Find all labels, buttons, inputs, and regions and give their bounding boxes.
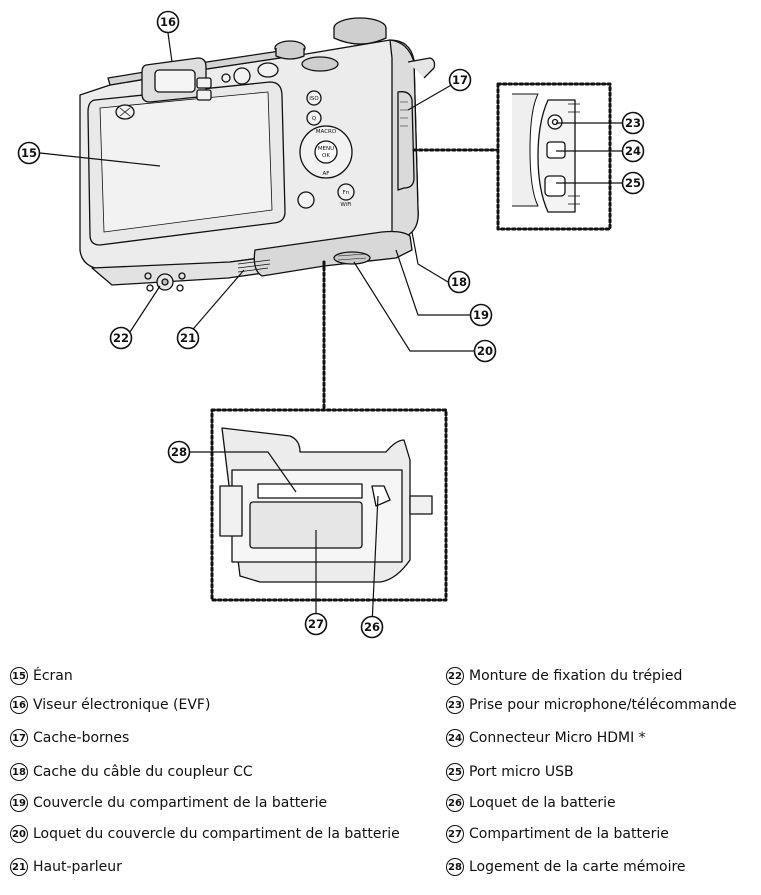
callout-23 [621, 111, 645, 135]
callout-26-label: 26 [364, 620, 380, 634]
legend-text: Prise pour microphone/télécommande [469, 697, 737, 713]
ok-label: OK [322, 153, 330, 159]
q-label: Q [312, 116, 317, 122]
legend-item-26: 26 Loquet de la batterie [446, 792, 616, 814]
legend-text: Connecteur Micro HDMI * [469, 730, 646, 746]
callout-24 [621, 139, 645, 163]
legend-item-15: 15 Écran [10, 665, 73, 687]
legend-text: Loquet de la batterie [469, 795, 616, 811]
callout-28-label: 28 [171, 445, 187, 459]
legend-text: Viseur électronique (EVF) [33, 697, 211, 713]
legend-text: Compartiment de la batterie [469, 826, 669, 842]
legend-number: 20 [10, 825, 28, 843]
evf-viewfinder [141, 57, 207, 103]
fn-label: Fn [343, 190, 350, 196]
port-inset [496, 82, 612, 231]
macro-label: MACRO [316, 129, 337, 135]
legend-item-17: 17 Cache-bornes [10, 727, 129, 749]
callout-26 [360, 615, 384, 639]
legend-number: 25 [446, 763, 464, 781]
callout-16-label: 16 [160, 15, 176, 29]
callout-22 [109, 326, 133, 350]
callout-18-label: 18 [451, 275, 467, 289]
legend-text: Loquet du couvercle du compartiment de l… [33, 826, 400, 842]
legend-text: Couvercle du compartiment de la batterie [33, 795, 328, 811]
callout-19-label: 19 [473, 308, 489, 322]
legend-item-25: 25 Port micro USB [446, 761, 574, 783]
legend-number: 16 [10, 696, 28, 714]
leader-lines [39, 32, 622, 626]
legend-item-21: 21 Haut-parleur [10, 856, 122, 878]
callout-20-label: 20 [477, 344, 493, 358]
legend-number: 26 [446, 794, 464, 812]
lcd-screen [87, 81, 286, 246]
legend-number: 15 [10, 667, 28, 685]
legend-item-28: 28 Logement de la carte mémoire [446, 856, 686, 878]
callout-17 [448, 68, 472, 92]
legend-number: 23 [446, 696, 464, 714]
legend-item-24: 24 Connecteur Micro HDMI * [446, 727, 646, 749]
callout-24-label: 24 [625, 144, 641, 158]
legend-item-27: 27 Compartiment de la batterie [446, 823, 669, 845]
legend-number: 27 [446, 825, 464, 843]
top-buttons [115, 62, 279, 120]
legend-text: Logement de la carte mémoire [469, 859, 686, 875]
tripod-mount [144, 272, 186, 292]
callout-27-label: 27 [308, 617, 324, 631]
legend-number: 28 [446, 858, 464, 876]
legend-text: Monture de fixation du trépied [469, 668, 683, 684]
callout-23-label: 23 [625, 116, 641, 130]
legend-item-20: 20 Loquet du couvercle du compartiment d… [10, 823, 400, 845]
callout-17-label: 17 [452, 73, 468, 87]
legend-item-22: 22 Monture de fixation du trépied [446, 665, 682, 687]
legend-text: Écran [33, 668, 73, 684]
legend-text: Haut-parleur [33, 859, 122, 875]
legend-text: Cache du câble du coupleur CC [33, 764, 253, 780]
camera-diagram: ISO Q MACRO MENU OK AF Fn WiFi [17, 10, 645, 639]
legend-number: 19 [10, 794, 28, 812]
legend-number: 22 [446, 667, 464, 685]
af-label: AF [323, 171, 330, 177]
callout-15 [17, 141, 41, 165]
callout-25 [621, 171, 645, 195]
callout-20 [473, 339, 497, 363]
callout-18 [447, 270, 471, 294]
callout-28 [167, 440, 191, 464]
wifi-label: WiFi [340, 202, 352, 208]
callout-21-label: 21 [180, 331, 196, 345]
legend-number: 17 [10, 729, 28, 747]
legend-text: Cache-bornes [33, 730, 130, 746]
terminal-cover [397, 57, 436, 191]
legend-text: Port micro USB [469, 764, 574, 780]
legend-item-23: 23 Prise pour microphone/télécommande [446, 694, 737, 716]
callout-21 [176, 326, 200, 350]
control-cluster [297, 90, 355, 209]
legend-number: 21 [10, 858, 28, 876]
battery-inset [210, 408, 448, 602]
battery-cover [253, 230, 413, 277]
legend-item-18: 18 Cache du câble du coupleur CC [10, 761, 253, 783]
callout-16 [156, 10, 180, 34]
iso-label: ISO [309, 96, 319, 102]
callout-22-label: 22 [113, 331, 129, 345]
legend-item-16: 16 Viseur électronique (EVF) [10, 694, 210, 716]
legend-item-19: 19 Couvercle du compartiment de la batte… [10, 792, 327, 814]
callout-19 [469, 303, 493, 327]
callout-27 [304, 612, 328, 636]
menu-label: MENU [318, 146, 334, 152]
top-dials [274, 17, 387, 72]
callout-25-label: 25 [625, 176, 641, 190]
legend-number: 18 [10, 763, 28, 781]
callout-15-label: 15 [21, 146, 37, 160]
legend-number: 24 [446, 729, 464, 747]
callout-circles [17, 10, 645, 639]
